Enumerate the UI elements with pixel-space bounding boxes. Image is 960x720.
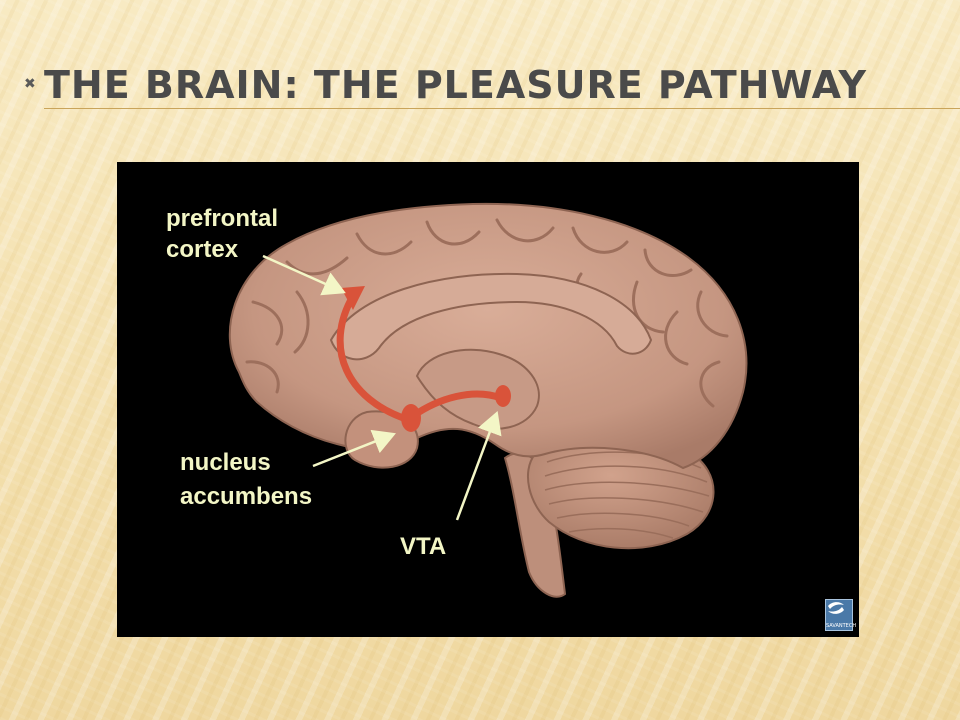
pathway-vta-to-accumbens xyxy=(409,390,505,420)
label-pointers xyxy=(262,254,502,521)
swoosh-icon xyxy=(828,602,844,614)
pathway-to-cortex xyxy=(336,292,413,424)
pointer-prefrontal xyxy=(262,254,346,296)
slide-title: The Brain: The Pleasure Pathway xyxy=(44,63,867,107)
title-area: ✖ The Brain: The Pleasure Pathway xyxy=(0,62,960,116)
label-prefrontal-line2: cortex xyxy=(166,236,239,263)
vta-dot xyxy=(495,385,511,407)
title-underline xyxy=(44,108,960,109)
publisher-logo: SAVANTECH xyxy=(825,599,857,631)
logo-text: SAVANTECH xyxy=(826,623,857,629)
pathway-arrowhead xyxy=(341,286,365,310)
brain-diagram: prefrontal cortex nucleus accumbens VTA … xyxy=(117,162,859,637)
brain-illustration: prefrontal cortex nucleus accumbens VTA xyxy=(166,202,748,598)
brain-folds xyxy=(245,218,729,408)
title-bullet-icon: ✖ xyxy=(24,76,36,92)
corpus-callosum xyxy=(329,272,653,361)
label-nucleus-line1: nucleus xyxy=(180,449,271,476)
pleasure-pathway xyxy=(336,292,505,424)
label-vta: VTA xyxy=(400,533,446,560)
nucleus-accumbens-dot xyxy=(401,404,421,432)
label-nucleus-line2: accumbens xyxy=(180,483,312,510)
label-prefrontal-line1: prefrontal xyxy=(166,205,278,232)
pointer-nucleus xyxy=(312,429,396,468)
pointer-vta xyxy=(455,410,502,521)
thalamus xyxy=(415,348,540,430)
